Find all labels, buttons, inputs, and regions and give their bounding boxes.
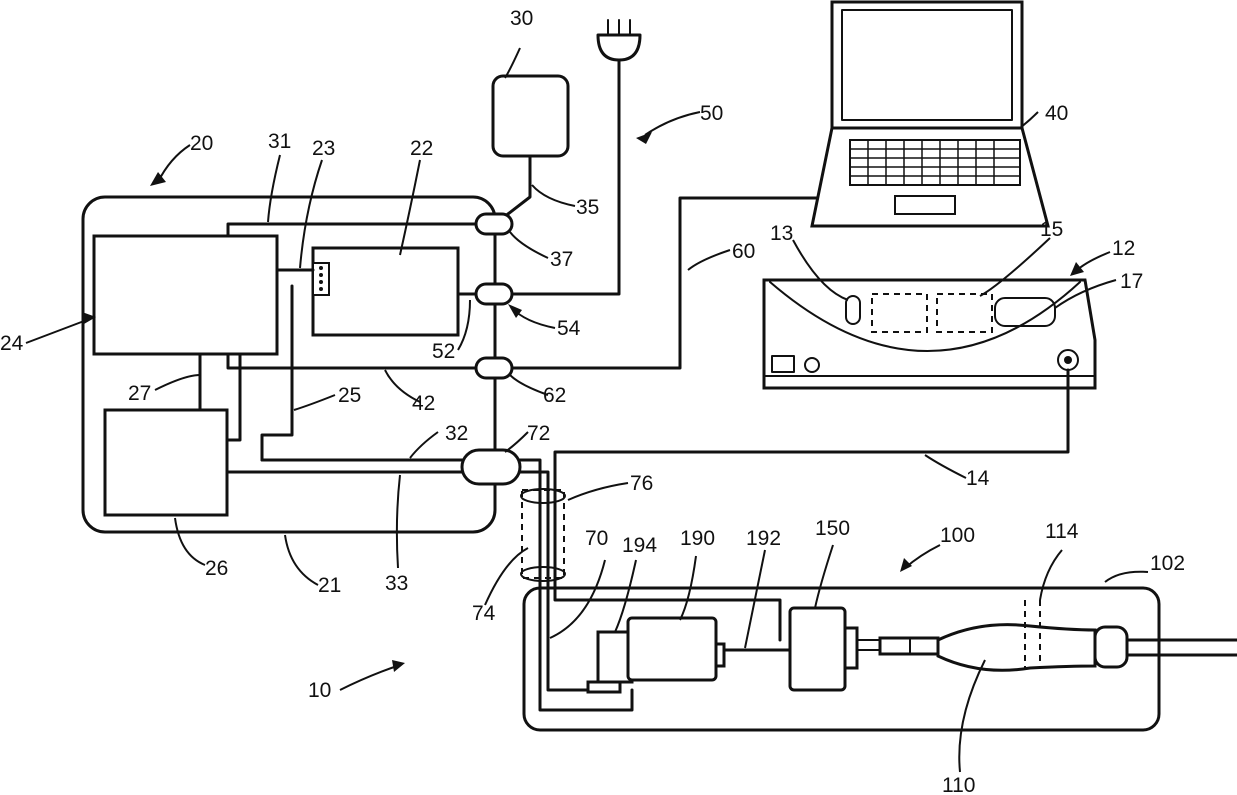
- port-37: [476, 214, 512, 234]
- module-194-base: [588, 682, 620, 692]
- label-14: 14: [966, 467, 990, 490]
- arrow-head-10: [392, 660, 405, 672]
- power-plug-icon: [598, 20, 640, 60]
- wire-31: [228, 224, 480, 236]
- unit-150-cap: [845, 628, 857, 668]
- port-62: [476, 358, 512, 378]
- module-22: [313, 248, 458, 335]
- motor-190-cap: [716, 644, 724, 666]
- motor-190: [628, 618, 716, 680]
- arrow-head-100: [900, 558, 912, 572]
- label-10: 10: [308, 679, 331, 702]
- label-33: 33: [385, 572, 408, 595]
- label-70: 70: [585, 527, 608, 550]
- arrow-head-50: [636, 132, 652, 144]
- sleeve-ring-top: [521, 489, 565, 503]
- label-74: 74: [472, 602, 496, 625]
- arrow-head-12: [1070, 262, 1084, 276]
- label-190: 190: [680, 527, 715, 550]
- label-42: 42: [412, 392, 435, 415]
- label-23: 23: [312, 137, 335, 160]
- label-40: 40: [1045, 102, 1068, 125]
- module-26: [105, 410, 227, 515]
- unit-150: [790, 608, 845, 690]
- sleeve-ring-bottom: [521, 567, 565, 581]
- label-26: 26: [205, 557, 228, 580]
- label-15: 15: [1040, 218, 1063, 241]
- label-20: 20: [190, 132, 213, 155]
- module-24: [94, 236, 277, 354]
- handpiece-110: [880, 600, 1237, 670]
- label-52: 52: [432, 340, 455, 363]
- label-50: 50: [700, 102, 723, 125]
- label-192: 192: [746, 527, 781, 550]
- label-35: 35: [576, 196, 599, 219]
- label-22: 22: [410, 137, 433, 160]
- laptop-40: [812, 2, 1048, 226]
- label-13: 13: [770, 222, 793, 245]
- label-110: 110: [942, 774, 975, 795]
- label-72: 72: [527, 422, 550, 445]
- label-12: 12: [1112, 237, 1135, 260]
- label-32: 32: [445, 422, 468, 445]
- label-30: 30: [510, 7, 533, 30]
- label-60: 60: [732, 240, 755, 263]
- label-62: 62: [543, 384, 566, 407]
- label-100: 100: [940, 524, 975, 547]
- shaft-150: [857, 640, 880, 650]
- label-24: 24: [0, 332, 24, 355]
- label-17: 17: [1120, 270, 1143, 293]
- label-25: 25: [338, 384, 361, 407]
- port-54: [476, 284, 512, 304]
- label-150: 150: [815, 517, 850, 540]
- label-21: 21: [318, 574, 341, 597]
- label-76: 76: [630, 472, 653, 495]
- power-supply-30: [493, 76, 568, 156]
- cable-14: [555, 370, 1068, 640]
- label-194: 194: [622, 534, 657, 557]
- console-12: [764, 280, 1095, 388]
- label-27: 27: [128, 382, 151, 405]
- arrow-head-20: [150, 172, 166, 186]
- label-54: 54: [557, 317, 581, 340]
- label-37: 37: [550, 248, 573, 271]
- label-102: 102: [1150, 552, 1185, 575]
- label-114: 114: [1045, 520, 1079, 543]
- port-72: [462, 450, 520, 484]
- label-31: 31: [268, 130, 291, 153]
